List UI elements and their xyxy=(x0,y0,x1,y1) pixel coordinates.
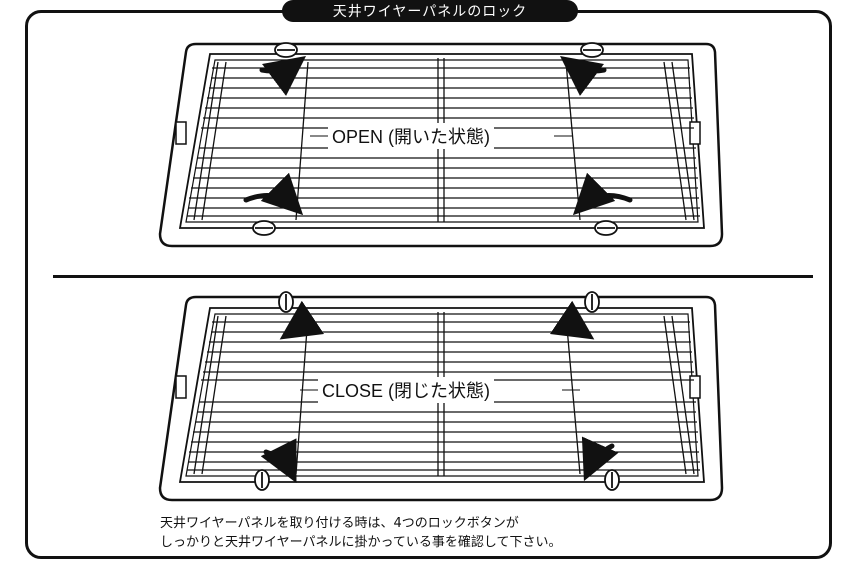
open-panel-left-tab xyxy=(175,121,187,145)
open-panel-lock-knobs xyxy=(252,42,618,236)
open-state-label: OPEN (開いた状態) xyxy=(328,123,495,149)
instruction-note: 天井ワイヤーパネルを取り付ける時は、4つのロックボタンが しっかりと天井ワイヤー… xyxy=(160,514,561,552)
diagram-title: 天井ワイヤーパネルのロック xyxy=(282,0,578,22)
close-state-label: CLOSE (閉じた状態) xyxy=(318,377,495,403)
open-panel-rotation-arrows xyxy=(243,56,633,216)
close-panel-right-tab xyxy=(689,375,701,399)
open-panel-right-tab xyxy=(689,121,701,145)
instruction-line-2: しっかりと天井ワイヤーパネルに掛かっている事を確認して下さい。 xyxy=(160,535,562,550)
close-panel-rotation-arrows xyxy=(260,300,619,483)
section-divider xyxy=(53,275,813,278)
close-panel-left-tab xyxy=(175,375,187,399)
instruction-line-1: 天井ワイヤーパネルを取り付ける時は、4つのロックボタンが xyxy=(160,516,519,531)
